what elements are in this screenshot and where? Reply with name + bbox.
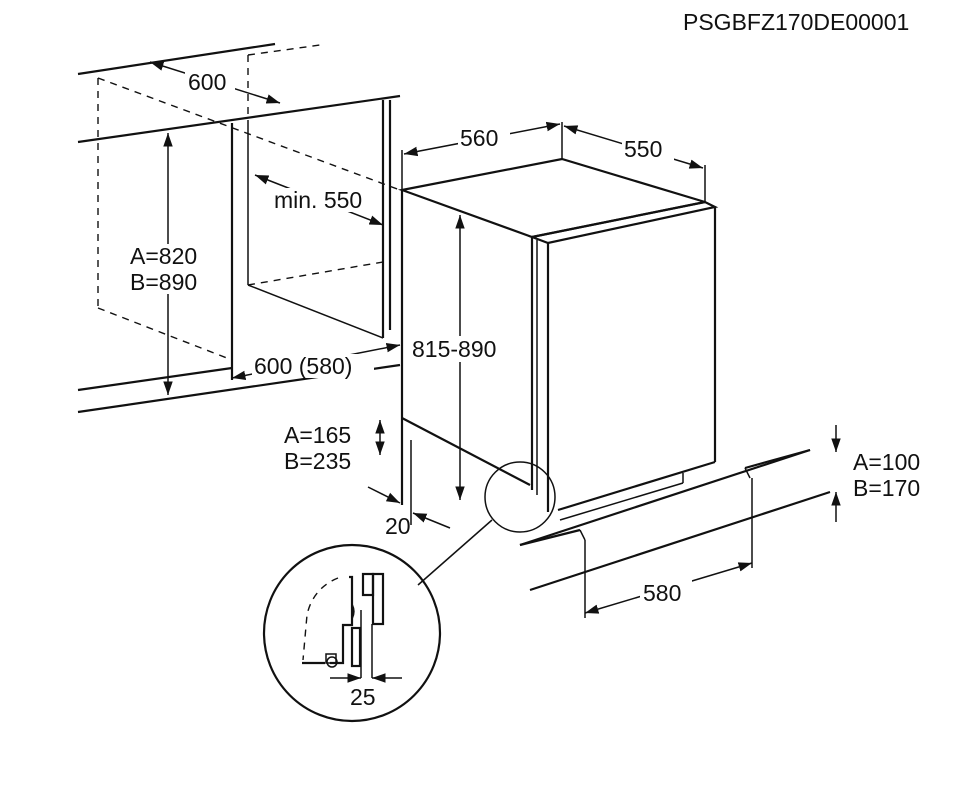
niche-height-a-label: A=820 xyxy=(130,243,197,269)
document-code: PSGBFZ170DE00001 xyxy=(683,9,909,35)
appliance xyxy=(397,122,719,525)
niche-height-b-label: B=890 xyxy=(130,269,197,295)
appliance-height-label: 815-890 xyxy=(412,336,496,362)
niche-width-label: 600 xyxy=(188,69,226,95)
niche-depth-label: min. 550 xyxy=(274,187,362,213)
plinth-width-label: 580 xyxy=(643,580,681,606)
side-gap-arrow-right xyxy=(412,512,451,529)
plinth-depth-b-label: B=170 xyxy=(853,475,920,501)
detail-leader-line xyxy=(417,519,493,586)
plinth-height-a-label: A=165 xyxy=(284,422,351,448)
detail-gap-label: 25 xyxy=(350,684,376,710)
plinth-height-b-label: B=235 xyxy=(284,448,351,474)
appliance-depth-label: 550 xyxy=(624,136,662,162)
plinth xyxy=(519,448,831,618)
side-gap-arrow-left xyxy=(367,486,401,504)
plinth-depth-a-label: A=100 xyxy=(853,449,920,475)
appliance-width-label: 560 xyxy=(460,125,498,151)
detail-marker-circle xyxy=(484,461,556,533)
niche-bottom-width-label: 600 (580) xyxy=(254,353,352,379)
hinge-detail xyxy=(262,543,442,723)
side-gap-label: 20 xyxy=(385,513,411,539)
